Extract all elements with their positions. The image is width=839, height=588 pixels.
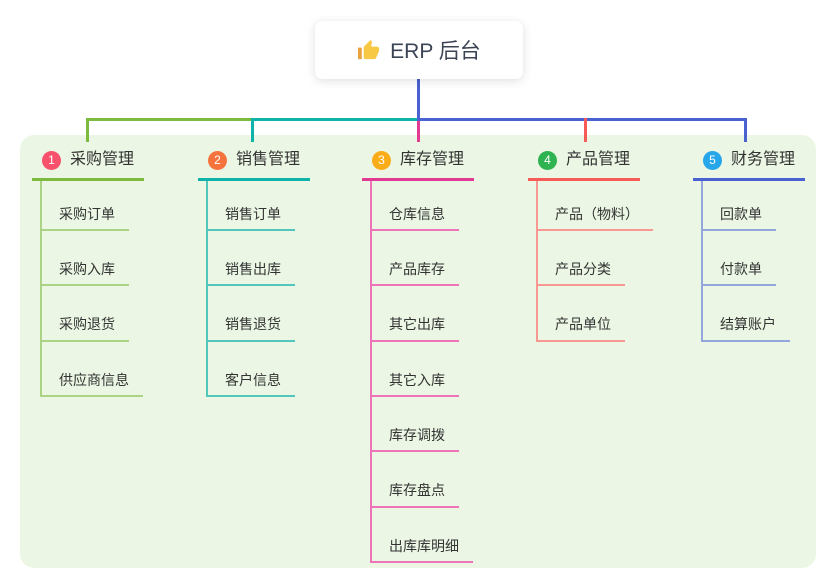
branch-node[interactable]: 1 采购管理 xyxy=(32,141,145,181)
connector-line xyxy=(417,118,420,142)
child-node[interactable]: 采购入库 xyxy=(42,261,129,287)
child-row: 产品库存 xyxy=(372,231,473,287)
child-row: 付款单 xyxy=(703,231,790,287)
branch-label: 财务管理 xyxy=(731,151,796,168)
child-node[interactable]: 销售退货 xyxy=(208,316,295,342)
branch: 2 销售管理 销售订单销售出库销售退货客户信息 xyxy=(198,141,311,397)
root-connector-line xyxy=(417,79,420,119)
branch-node[interactable]: 2 销售管理 xyxy=(198,141,311,181)
branch-node[interactable]: 4 产品管理 xyxy=(528,141,641,181)
child-row: 采购订单 xyxy=(42,181,143,231)
branch: 3 库存管理 仓库信息产品库存其它出库其它入库库存调拨库存盘点出库库明细 xyxy=(362,141,475,563)
child-node[interactable]: 销售出库 xyxy=(208,261,295,287)
connector-line xyxy=(252,118,420,121)
child-node[interactable]: 仓库信息 xyxy=(372,206,459,231)
branch-number-badge: 3 xyxy=(372,150,391,170)
child-row: 采购入库 xyxy=(42,231,143,287)
child-node[interactable]: 供应商信息 xyxy=(42,372,143,397)
branches-panel xyxy=(20,135,816,568)
child-row: 回款单 xyxy=(703,181,790,231)
branch: 5 财务管理 回款单付款单结算账户 xyxy=(693,141,806,342)
child-node[interactable]: 其它入库 xyxy=(372,372,459,397)
child-node[interactable]: 付款单 xyxy=(703,261,776,287)
child-node[interactable]: 客户信息 xyxy=(208,372,295,397)
branch-label: 产品管理 xyxy=(566,151,631,168)
child-node[interactable]: 销售订单 xyxy=(208,206,295,231)
child-row: 库存盘点 xyxy=(372,452,473,508)
branch: 1 采购管理 采购订单采购入库采购退货供应商信息 xyxy=(32,141,145,397)
child-node[interactable]: 产品分类 xyxy=(538,261,625,287)
child-node[interactable]: 回款单 xyxy=(703,206,776,231)
child-node[interactable]: 库存调拨 xyxy=(372,427,459,453)
child-row: 产品分类 xyxy=(538,231,653,287)
child-node[interactable]: 产品单位 xyxy=(538,316,625,342)
child-row: 库存调拨 xyxy=(372,397,473,453)
branch-children: 产品（物料） 产品分类产品单位 xyxy=(536,181,653,342)
child-row: 仓库信息 xyxy=(372,181,473,231)
child-row: 客户信息 xyxy=(208,342,295,397)
root-title: ERP 后台 xyxy=(390,40,481,63)
branch-node[interactable]: 5 财务管理 xyxy=(693,141,806,181)
branch-label: 销售管理 xyxy=(236,151,301,168)
child-node[interactable]: 产品库存 xyxy=(372,261,459,287)
connector-line xyxy=(417,118,747,121)
child-node[interactable]: 其它出库 xyxy=(372,316,459,342)
child-node[interactable]: 产品（物料） xyxy=(538,206,653,231)
child-row: 产品单位 xyxy=(538,286,653,342)
child-node[interactable]: 库存盘点 xyxy=(372,482,459,508)
branch-number-badge: 5 xyxy=(703,150,722,170)
branch-label: 库存管理 xyxy=(400,151,465,168)
branch-number-badge: 2 xyxy=(208,150,227,170)
child-row: 销售退货 xyxy=(208,286,295,342)
branch-number-badge: 4 xyxy=(538,150,557,170)
child-row: 产品（物料） xyxy=(538,181,653,231)
child-row: 其它入库 xyxy=(372,342,473,397)
connector-line xyxy=(251,118,254,142)
child-row: 采购退货 xyxy=(42,286,143,342)
connector-line xyxy=(744,118,747,142)
child-row: 供应商信息 xyxy=(42,342,143,397)
child-node[interactable]: 结算账户 xyxy=(703,316,790,342)
branch-number-badge: 1 xyxy=(42,150,61,170)
thumbs-up-icon xyxy=(357,39,380,62)
child-node[interactable]: 采购订单 xyxy=(42,206,129,231)
branch-children: 销售订单销售出库销售退货客户信息 xyxy=(206,181,295,397)
branch-children: 回款单付款单结算账户 xyxy=(701,181,790,342)
child-node[interactable]: 出库库明细 xyxy=(372,538,473,563)
branch-node[interactable]: 3 库存管理 xyxy=(362,141,475,181)
child-row: 销售出库 xyxy=(208,231,295,287)
branch-children: 采购订单采购入库采购退货供应商信息 xyxy=(40,181,143,397)
branch-children: 仓库信息产品库存其它出库其它入库库存调拨库存盘点出库库明细 xyxy=(370,181,473,563)
child-row: 其它出库 xyxy=(372,286,473,342)
child-row: 结算账户 xyxy=(703,286,790,342)
child-row: 出库库明细 xyxy=(372,508,473,563)
branch-label: 采购管理 xyxy=(70,151,135,168)
child-node[interactable]: 采购退货 xyxy=(42,316,129,342)
connector-line xyxy=(86,118,89,142)
child-row: 销售订单 xyxy=(208,181,295,231)
root-node[interactable]: ERP 后台 xyxy=(315,21,523,79)
connector-line xyxy=(584,118,587,142)
branch: 4 产品管理 产品（物料） 产品分类产品单位 xyxy=(528,141,653,342)
